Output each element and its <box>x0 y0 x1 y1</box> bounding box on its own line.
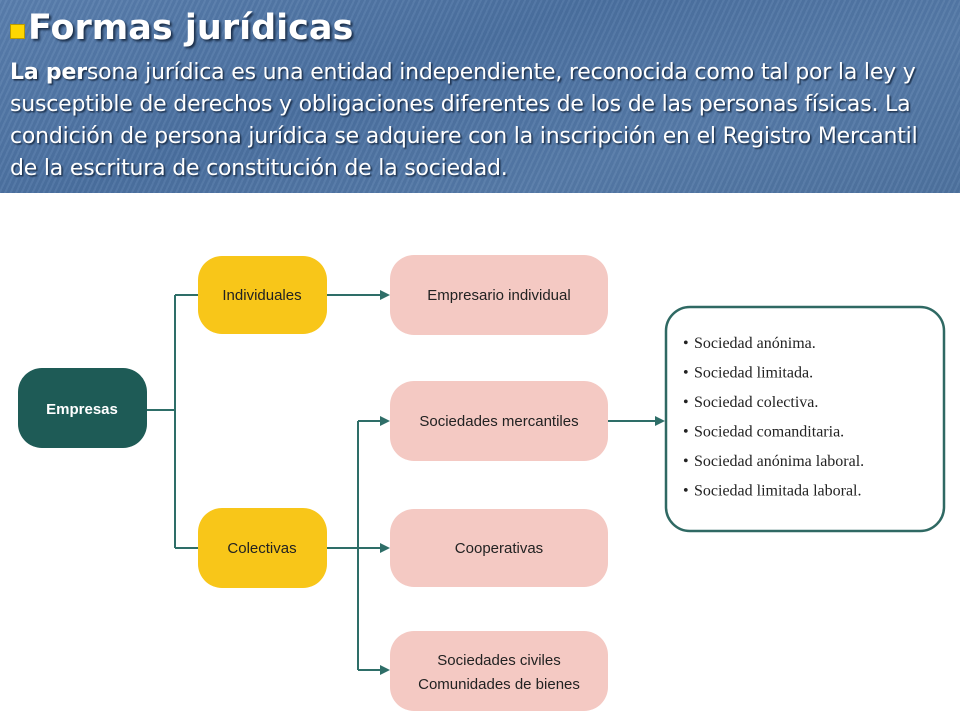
bullet-square-icon <box>10 23 25 39</box>
list-bullet-icon: • <box>683 394 689 411</box>
list-bullet-icon: • <box>683 424 689 441</box>
mercantile-types-list: • Sociedad anónima. • Sociedad limitada. • So… <box>683 335 864 500</box>
node-civiles-label-2: Comunidades de bienes <box>418 676 580 693</box>
intro-paragraph: La persona jurídica es una entidad indep… <box>10 57 950 185</box>
node-individuales: Individuales <box>198 256 327 334</box>
legal-forms-diagram: Empresas Individuales Colectivas Empresa… <box>18 255 946 711</box>
list-item: Sociedad comanditaria. <box>694 424 844 441</box>
list-bullet-icon: • <box>683 483 689 500</box>
node-empresario-label: Empresario individual <box>427 287 570 304</box>
list-item: Sociedad limitada laboral. <box>694 483 862 500</box>
list-bullet-icon: • <box>683 453 689 470</box>
slide-header: Formas jurídicas La persona jurídica es … <box>0 0 960 193</box>
node-sociedades-civiles: Sociedades civiles Comunidades de bienes <box>390 631 608 711</box>
node-cooperativas: Cooperativas <box>390 509 608 587</box>
node-empresas-label: Empresas <box>46 401 118 418</box>
paragraph-lead: La per <box>10 60 87 85</box>
list-item: Sociedad colectiva. <box>694 394 818 411</box>
list-bullet-icon: • <box>683 335 689 352</box>
list-bullet-icon: • <box>683 365 689 382</box>
node-colectivas-label: Colectivas <box>227 540 296 557</box>
node-colectivas: Colectivas <box>198 508 327 588</box>
node-civiles-label-1: Sociedades civiles <box>437 652 560 669</box>
node-individuales-label: Individuales <box>222 287 301 304</box>
node-sociedades-mercantiles: Sociedades mercantiles <box>390 381 608 461</box>
title-row: Formas jurídicas <box>10 8 353 48</box>
paragraph-rest: sona jurídica es una entidad independien… <box>10 60 918 181</box>
node-cooperativas-label: Cooperativas <box>455 540 543 557</box>
node-empresas: Empresas <box>18 368 147 448</box>
list-item: Sociedad anónima. <box>694 335 816 352</box>
slide-title: Formas jurídicas <box>28 8 354 48</box>
mercantile-types-box: • Sociedad anónima. • Sociedad limitada. • So… <box>664 305 946 533</box>
node-mercantiles-label: Sociedades mercantiles <box>419 413 578 430</box>
connectors <box>147 290 665 675</box>
node-empresario-individual: Empresario individual <box>390 255 608 335</box>
list-item: Sociedad limitada. <box>694 365 813 382</box>
list-item: Sociedad anónima laboral. <box>694 453 864 470</box>
